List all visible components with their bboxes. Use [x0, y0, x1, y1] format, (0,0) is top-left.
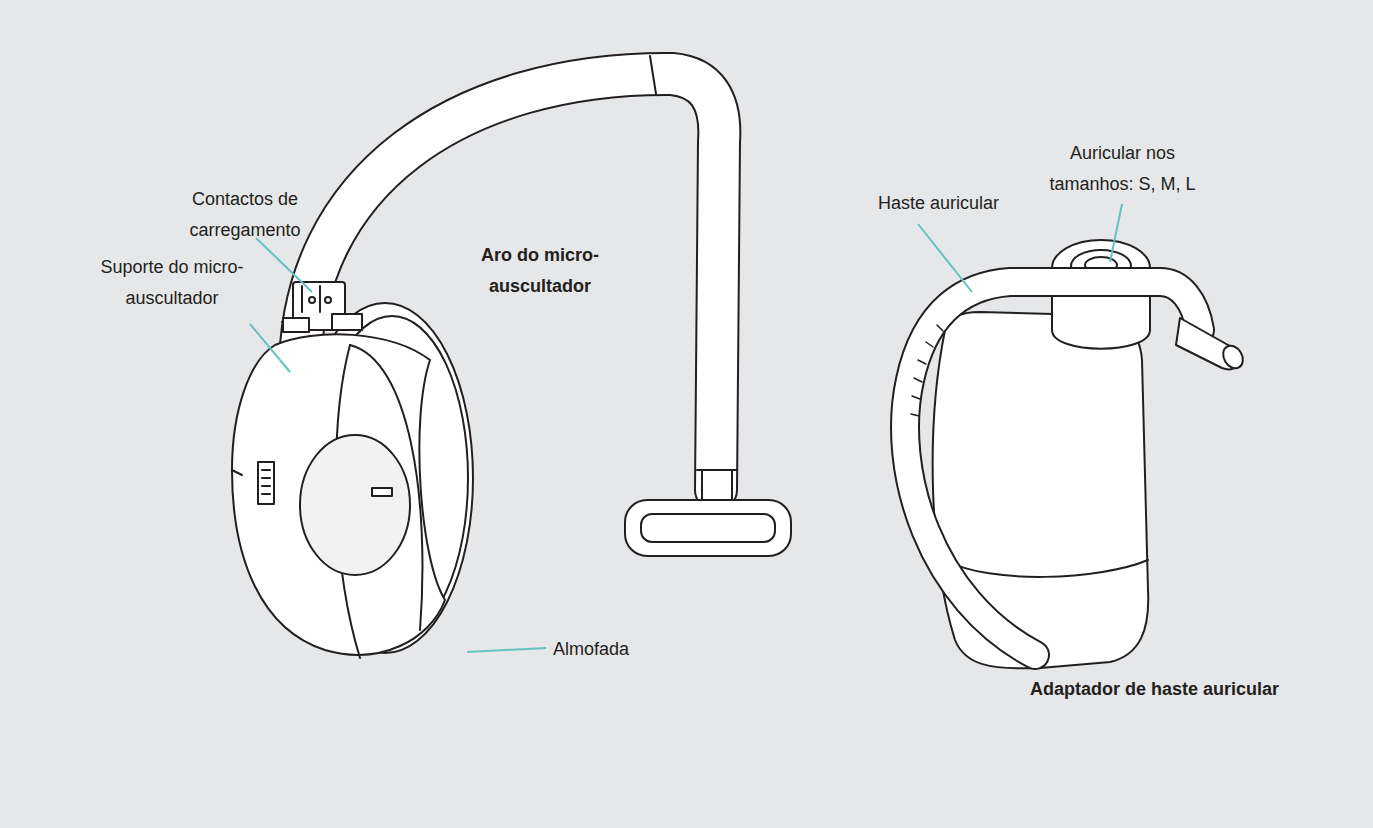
headset-holder	[232, 334, 445, 654]
part-label: Adaptador de haste auricular	[1030, 674, 1350, 705]
ear-hook	[905, 282, 1200, 655]
part-label: Suporte do micro-auscultador	[82, 252, 262, 313]
speaker-plate	[300, 435, 410, 575]
temple-pad	[625, 500, 791, 556]
holder-slot	[258, 462, 274, 504]
holder-notch	[232, 470, 242, 475]
leader-line	[250, 324, 290, 372]
leader-line	[256, 238, 312, 292]
part-label: Auricular nos tamanhos: S, M, L	[1030, 138, 1215, 199]
holder-tab	[372, 488, 392, 496]
leader-line	[467, 648, 546, 652]
part-label: Contactos de carregamento	[170, 184, 320, 245]
leader-line	[918, 224, 972, 292]
temple-pad-hole	[641, 514, 775, 542]
contact-clip	[283, 318, 309, 332]
part-label: Aro do micro-auscultador	[455, 240, 625, 301]
part-label: Almofada	[553, 634, 663, 665]
adapter-edge	[945, 560, 1148, 577]
part-label: Haste auricular	[878, 188, 1048, 219]
holder-front	[350, 345, 422, 630]
contact-clip	[332, 314, 362, 330]
leader-line	[1110, 204, 1122, 262]
headband-joint	[650, 56, 656, 94]
